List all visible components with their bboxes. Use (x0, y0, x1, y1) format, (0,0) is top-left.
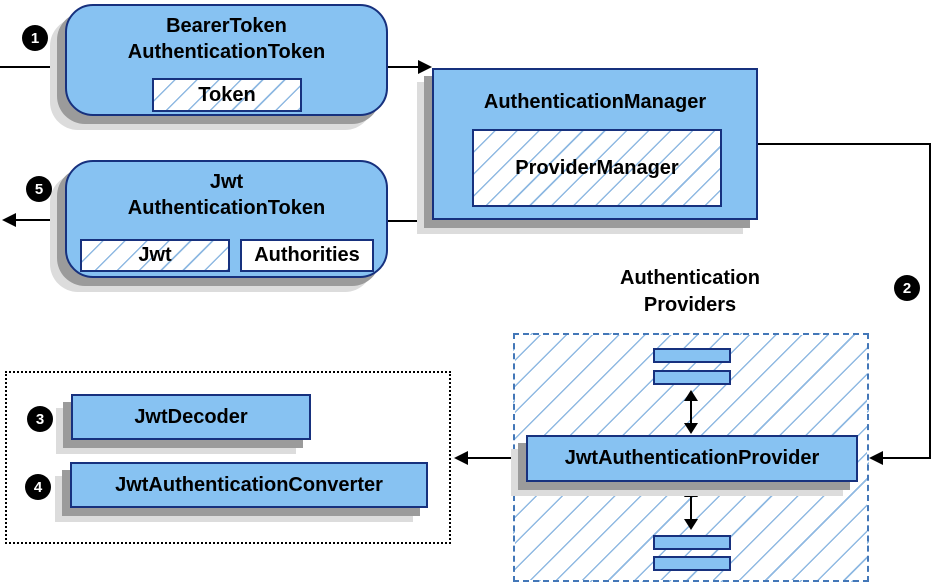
manager-to-provider-connector-top (758, 143, 931, 145)
arrowhead-down-icon (684, 423, 698, 434)
arrowhead-right-icon (418, 60, 432, 74)
arrowhead-left-icon (869, 451, 883, 465)
arrowhead-up-icon (684, 390, 698, 401)
arrowhead-down-icon (684, 519, 698, 530)
jwt-field: Jwt (80, 239, 230, 272)
provider-placeholder-bar (653, 348, 731, 363)
provider-manager-field: ProviderManager (472, 129, 722, 207)
arrowhead-up-icon (684, 486, 698, 497)
step-badge-2: 2 (894, 275, 920, 301)
authentication-manager-title: AuthenticationManager (483, 91, 707, 113)
bearer-token-authentication-token-node: BearerToken AuthenticationToken Token (65, 4, 388, 116)
authentication-providers-label: Authentication Providers (586, 265, 794, 319)
arrow-shaft (690, 495, 692, 521)
jwt-token-title-line1: Jwt (209, 171, 244, 193)
token-field: Token (152, 78, 302, 112)
bidirectional-arrow-icon (684, 390, 698, 434)
manager-to-provider-connector-bottom (883, 457, 931, 459)
step-badge-4: 4 (25, 474, 51, 500)
jwt-authentication-converter-node: JwtAuthenticationConverter (70, 462, 428, 508)
authorities-field: Authorities (240, 239, 374, 272)
manager-to-jwt-token-connector (388, 220, 432, 222)
arrow-shaft (690, 399, 692, 425)
provider-placeholder-bar (653, 370, 731, 385)
step-badge-5: 5 (26, 176, 52, 202)
provider-placeholder-bar (653, 556, 731, 571)
arrowhead-left-icon (454, 451, 468, 465)
jwt-decoder-node: JwtDecoder (71, 394, 311, 440)
manager-to-provider-connector-vertical (929, 143, 931, 459)
arrowhead-left-icon (2, 213, 16, 227)
bearer-token-title-line2: AuthenticationToken (127, 41, 326, 63)
jwt-authentication-token-node: Jwt AuthenticationToken Jwt Authorities (65, 160, 388, 278)
step-badge-1: 1 (22, 25, 48, 51)
bearer-token-title-line1: BearerToken (166, 15, 287, 37)
authentication-providers-label-line2: Providers (643, 294, 737, 316)
jwt-token-out-connector (14, 219, 65, 221)
bidirectional-arrow-icon (684, 486, 698, 530)
request-in-connector (0, 66, 65, 68)
bearer-to-manager-connector (388, 66, 420, 68)
jwt-token-title-line2: AuthenticationToken (127, 197, 326, 219)
provider-to-components-connector (468, 457, 526, 459)
authentication-providers-label-line1: Authentication (620, 267, 760, 289)
authentication-manager-node: AuthenticationManager ProviderManager (432, 68, 758, 220)
step-badge-3: 3 (27, 406, 53, 432)
jwt-authentication-provider-node: JwtAuthenticationProvider (526, 435, 858, 482)
provider-placeholder-bar (653, 535, 731, 550)
